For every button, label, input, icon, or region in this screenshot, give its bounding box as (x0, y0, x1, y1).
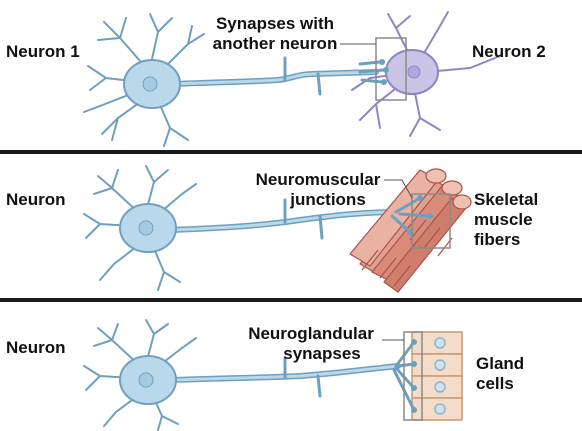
junction-label-line2: junctions (290, 190, 366, 209)
synapse-label: Synapses with another neuron (200, 14, 350, 54)
skeletal-muscle-label: Skeletal muscle fibers (474, 190, 538, 250)
neuron-to-muscle-illustration (83, 165, 472, 293)
junction-highlight-box (411, 193, 451, 249)
neuron-to-neuron-illustration (83, 11, 501, 147)
axon-collateral (283, 56, 322, 96)
neuron-2-label: Neuron 2 (472, 42, 546, 62)
gland-synapse-label-line1: Neuroglandular (248, 324, 374, 343)
neuron-label: Neuron (6, 190, 66, 209)
synapse-highlight-box (375, 37, 407, 101)
panel-neuron-to-gland: Neuron Neuroglandular synapses Gland cel… (0, 302, 582, 431)
divider-top (0, 150, 582, 154)
panel-neuron-to-muscle: Neuron Neuromuscular junctions Skeletal … (0, 154, 582, 298)
synapse-label-line2: another neuron (212, 34, 338, 53)
neuromuscular-junction-label: Neuromuscular junctions (244, 170, 392, 210)
leader-line (384, 179, 413, 199)
neuron-to-gland-illustration (83, 319, 463, 431)
muscle-label-line1: Skeletal (474, 190, 539, 209)
gland-synapse-label-line2: synapses (283, 344, 361, 363)
neuron-1-label: Neuron 1 (6, 42, 80, 61)
synapse-highlight-box (403, 331, 423, 421)
neuron-label: Neuron (6, 338, 66, 357)
synapse-label-line1: Synapses with (215, 14, 335, 33)
divider-bottom (0, 298, 582, 302)
gland-cells-label: Gland cells (476, 354, 524, 394)
gland-label-line2: cells (476, 374, 514, 393)
gland-label-line1: Gland (476, 354, 525, 373)
neuron-1-dendrites (83, 13, 205, 147)
junction-label-line1: Neuromuscular (255, 170, 381, 189)
gland-cells (411, 331, 463, 421)
neuroglandular-synapse-label: Neuroglandular synapses (236, 324, 386, 364)
muscle-label-line2: muscle (474, 210, 533, 229)
neuron-dendrites (83, 165, 197, 291)
muscle-label-line3: fibers (474, 230, 521, 249)
neuron-2-label-line: Neuron 2 (472, 42, 546, 61)
panel-neuron-to-neuron: Neuron 1 Synapses with another neuron Ne… (0, 0, 582, 150)
